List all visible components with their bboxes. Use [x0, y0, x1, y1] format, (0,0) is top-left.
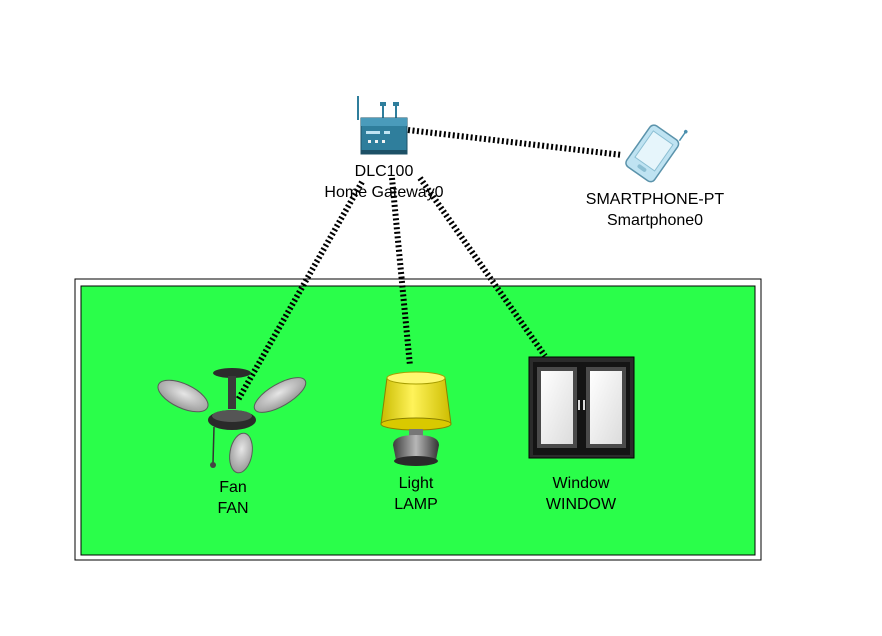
fan-name: FAN: [217, 500, 249, 517]
window-icon[interactable]: [528, 356, 635, 459]
ceiling-fan-icon[interactable]: [153, 368, 310, 475]
smartphone-icon[interactable]: [624, 112, 688, 184]
home-gateway-icon[interactable]: [357, 96, 408, 155]
gateway-name: Home Gateway0: [324, 184, 444, 201]
window-model: Window: [552, 475, 610, 492]
lamp-name: LAMP: [394, 496, 438, 513]
window-label: Window WINDOW: [531, 473, 631, 515]
fan-model: Fan: [219, 479, 247, 496]
lamp-label: Light LAMP: [366, 473, 466, 515]
link-gateway-fan: [235, 180, 365, 402]
gateway-label: DLC100 Home Gateway0: [304, 161, 464, 203]
smartphone-name: Smartphone0: [606, 212, 704, 229]
smartphone-model: SMARTPHONE-PT: [585, 191, 725, 208]
gateway-model: DLC100: [354, 163, 414, 180]
lamp-icon[interactable]: [380, 371, 452, 466]
fan-label: Fan FAN: [183, 477, 283, 519]
window-name: WINDOW: [545, 496, 617, 513]
wireless-links: [235, 127, 623, 402]
lamp-model: Light: [398, 475, 434, 492]
smartphone-label: SMARTPHONE-PT Smartphone0: [570, 189, 740, 231]
link-gateway-smartphone: [407, 127, 623, 158]
room-area: [74, 278, 762, 561]
link-gateway-window: [417, 176, 548, 358]
